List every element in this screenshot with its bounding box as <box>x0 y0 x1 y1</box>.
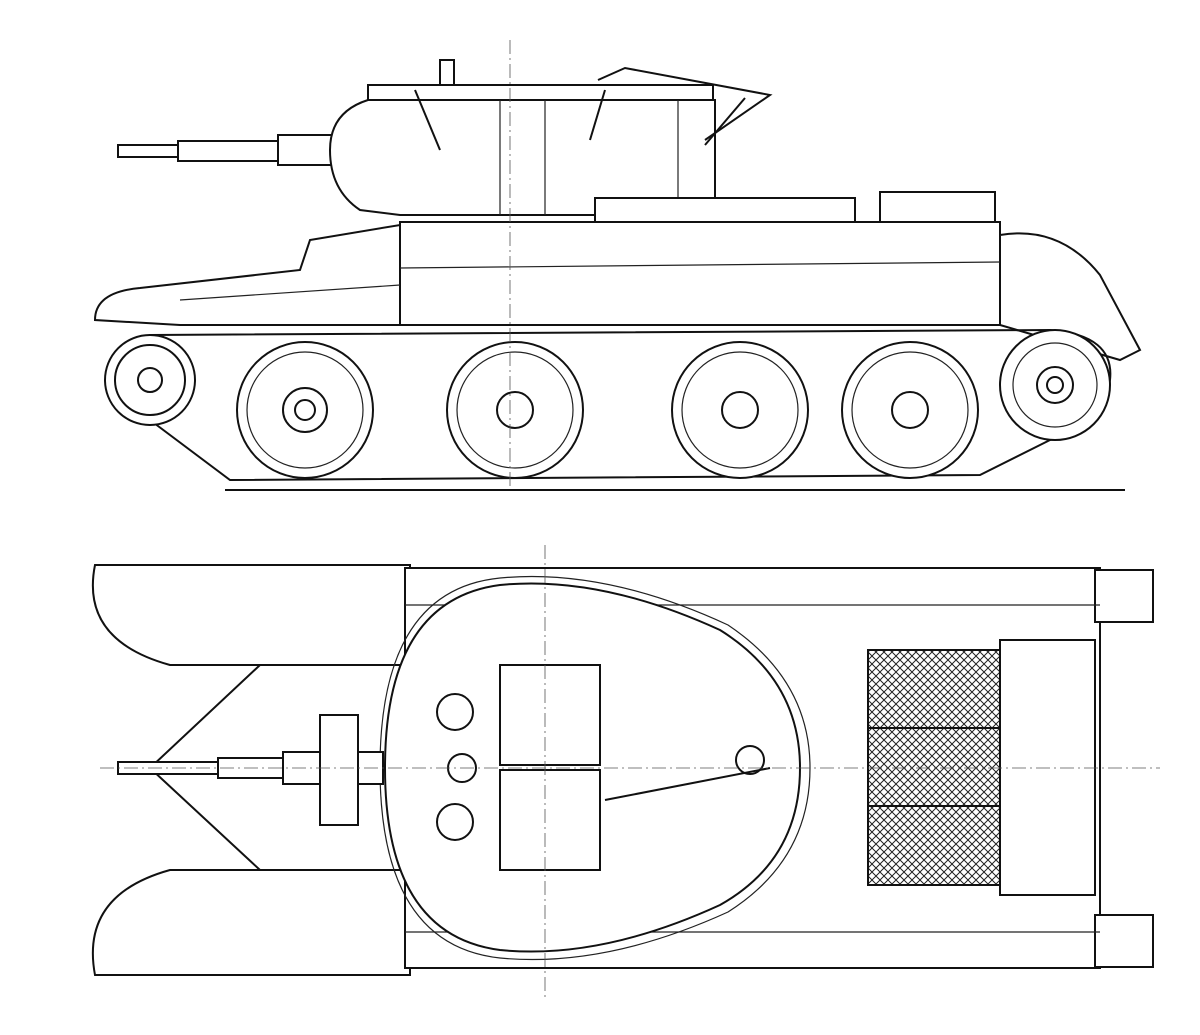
main-gun <box>117 134 334 166</box>
rear-plate <box>999 639 1096 896</box>
idler-wheel <box>104 334 196 426</box>
right-front-fender <box>91 869 411 976</box>
antenna-rod <box>604 767 771 801</box>
road-wheel-3 <box>671 341 809 479</box>
road-wheel-4 <box>841 341 979 479</box>
side-view <box>93 40 1142 491</box>
road-wheel-1 <box>236 341 374 479</box>
handrail-antenna <box>597 66 773 141</box>
left-front-fender <box>91 564 411 666</box>
hatch-left <box>499 664 601 766</box>
drive-sprocket <box>999 329 1111 441</box>
top-view <box>91 545 1160 1000</box>
turret <box>328 59 773 216</box>
road-wheel-2 <box>446 341 584 479</box>
hull-side <box>93 191 1142 362</box>
engine-grille <box>867 649 1001 886</box>
road-wheels <box>236 341 979 479</box>
periscope <box>439 59 455 86</box>
hatch-right <box>499 769 601 871</box>
